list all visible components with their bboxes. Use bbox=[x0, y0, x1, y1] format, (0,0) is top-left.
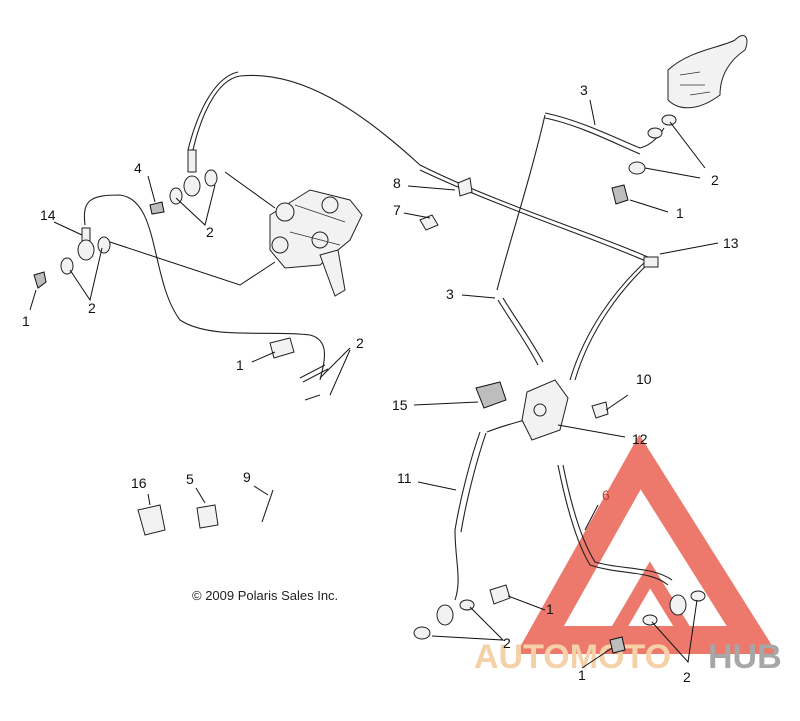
banjo-fitting-lower-left bbox=[436, 604, 454, 626]
copyright-text: © 2009 Polaris Sales Inc. bbox=[192, 588, 338, 603]
bolt-left bbox=[33, 271, 47, 289]
callout-4: 4 bbox=[134, 160, 142, 176]
callout-1-middle: 1 bbox=[236, 357, 244, 373]
watermark-logo: AUTOMOTO HUB bbox=[474, 434, 782, 676]
callout-1-lower: 1 bbox=[546, 601, 554, 617]
callout-10: 10 bbox=[636, 371, 652, 387]
callout-2-left: 2 bbox=[88, 300, 96, 316]
hose-3-upper-b bbox=[544, 117, 641, 155]
banjo-fitting-left bbox=[77, 239, 95, 261]
callout-12: 12 bbox=[632, 431, 648, 447]
hose-3-upper bbox=[544, 112, 665, 149]
callout-5: 5 bbox=[186, 471, 194, 487]
watermark-triangle-outer bbox=[516, 434, 778, 654]
hose-3-lower bbox=[497, 299, 539, 366]
brake-lines bbox=[83, 71, 673, 601]
bolt-lower bbox=[489, 584, 511, 605]
hose-11-b bbox=[460, 432, 487, 533]
hose-6 bbox=[557, 464, 669, 586]
callouts: 3 2 1 8 7 13 3 4 2 14 2 1 1 2 15 10 12 1… bbox=[22, 82, 739, 685]
brake-line-top-long bbox=[192, 74, 651, 259]
banjo-fitting-lower-right bbox=[669, 594, 687, 616]
callout-11: 11 bbox=[397, 470, 412, 486]
bolt-4 bbox=[149, 201, 165, 215]
callout-6: 6 bbox=[602, 487, 610, 503]
callout-2-top: 2 bbox=[206, 224, 214, 240]
brake-line-3-vertical bbox=[496, 114, 546, 291]
screw-7 bbox=[419, 214, 439, 231]
caliper-body bbox=[269, 189, 363, 269]
callout-3-top: 3 bbox=[580, 82, 588, 98]
watermark-text-automoto: AUTOMOTO bbox=[474, 638, 671, 676]
bolt-master bbox=[611, 184, 629, 205]
fitting-13 bbox=[643, 256, 659, 268]
callout-14: 14 bbox=[40, 207, 56, 223]
callout-9: 9 bbox=[243, 469, 251, 485]
clip-8 bbox=[457, 177, 473, 197]
brake-line-top-parallel bbox=[419, 169, 651, 264]
master-cylinder bbox=[661, 35, 748, 126]
hose-11-connector bbox=[486, 419, 526, 433]
clip-16 bbox=[137, 504, 166, 536]
brake-line-13-down bbox=[574, 261, 651, 381]
brake-line-13-down-parallel bbox=[569, 261, 646, 381]
hardware bbox=[33, 127, 706, 654]
callout-15: 15 bbox=[392, 397, 408, 413]
bolt-lower-right bbox=[609, 636, 626, 654]
brake-line-14-loop bbox=[83, 194, 325, 381]
callout-8: 8 bbox=[393, 175, 401, 191]
callout-2-master: 2 bbox=[711, 172, 719, 188]
callout-2-lower-right: 2 bbox=[683, 669, 691, 685]
master-cylinder-body bbox=[667, 35, 748, 109]
callout-1-master: 1 bbox=[676, 205, 684, 221]
watermark-text-hub: HUB bbox=[708, 638, 782, 676]
callout-2-middle: 2 bbox=[356, 335, 364, 351]
bolt-middle bbox=[269, 337, 295, 359]
clip-5 bbox=[196, 504, 219, 529]
master-cylinder-washer bbox=[661, 114, 677, 126]
hose-3-lower-b bbox=[502, 297, 544, 363]
callout-1-lower-right: 1 bbox=[578, 667, 586, 683]
brake-switch-15 bbox=[475, 381, 507, 409]
banjo-fitting-top bbox=[183, 175, 201, 197]
callout-1-left: 1 bbox=[22, 313, 30, 329]
callout-13: 13 bbox=[723, 235, 739, 251]
caliper-bracket bbox=[319, 249, 346, 297]
hose-6-b bbox=[562, 464, 673, 581]
leader-lines bbox=[29, 99, 719, 669]
callout-7: 7 bbox=[393, 202, 401, 218]
hose-11 bbox=[454, 431, 481, 601]
callout-16: 16 bbox=[131, 475, 147, 491]
callout-3-lower: 3 bbox=[446, 286, 454, 302]
cable-tie-9 bbox=[261, 489, 274, 523]
brake-line-top-start bbox=[187, 71, 239, 151]
front-caliper bbox=[269, 189, 363, 297]
bolt-10 bbox=[591, 401, 609, 419]
callout-2-lower-left: 2 bbox=[503, 635, 511, 651]
